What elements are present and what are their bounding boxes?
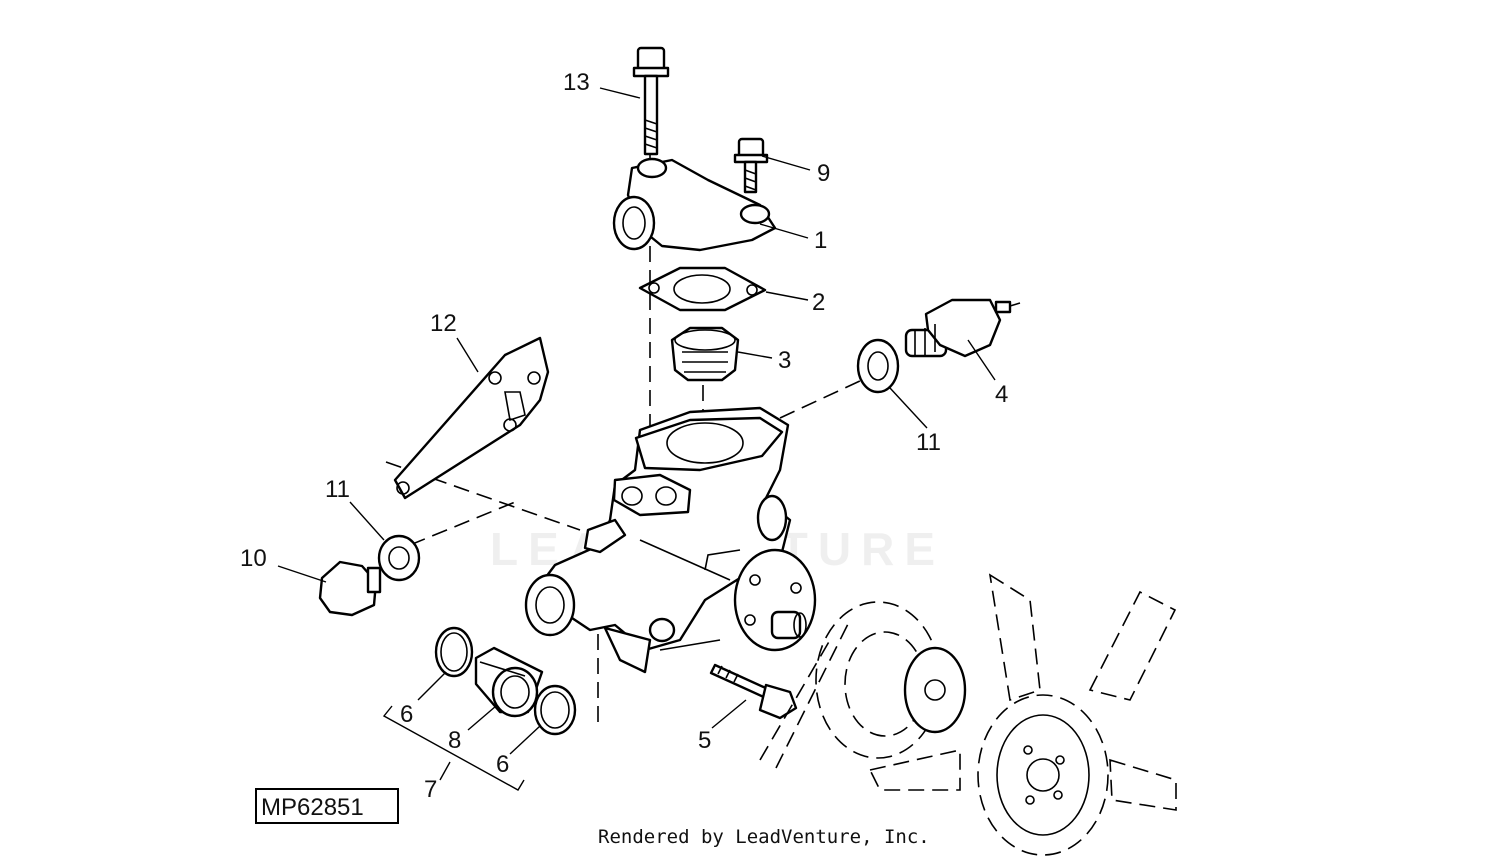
credit-text: Rendered by LeadVenture, Inc. (598, 826, 930, 848)
pump-pulley (733, 548, 817, 652)
bolt-13 (632, 46, 670, 156)
fan-assembly (759, 573, 1177, 856)
callout-13: 13 (563, 69, 590, 96)
o-ring-6-left (434, 626, 474, 678)
callout-5: 5 (698, 727, 711, 754)
callout-12: 12 (430, 310, 457, 337)
figure-id: MP62851 (255, 788, 399, 824)
callout-8: 8 (448, 727, 461, 754)
callout-4: 4 (995, 381, 1008, 408)
callouts: 13 9 1 2 3 4 11 12 11 10 5 6 8 6 7 (240, 69, 1008, 803)
leader-lines (277, 87, 996, 791)
washer-11-left (377, 534, 421, 582)
callout-2: 2 (812, 289, 825, 316)
bolt-5 (709, 663, 798, 720)
gasket (638, 266, 767, 312)
callout-11-left: 11 (325, 476, 350, 503)
figure-id-text: MP62851 (261, 794, 364, 821)
callout-11-right: 11 (916, 429, 941, 456)
callout-6-left: 6 (400, 701, 413, 728)
callout-3: 3 (778, 347, 791, 374)
temperature-sender (904, 298, 1021, 358)
thermostat-cover (612, 157, 777, 252)
thermostat (670, 326, 740, 382)
plate-gasket (393, 336, 550, 500)
callout-9: 9 (817, 160, 830, 187)
callout-1: 1 (814, 227, 827, 254)
water-pump-housing (524, 406, 792, 674)
callout-10: 10 (240, 545, 267, 572)
drain-plug (318, 560, 382, 617)
o-ring-6-right (533, 684, 577, 736)
callout-7: 7 (424, 776, 437, 803)
callout-6-right: 6 (496, 751, 509, 778)
sleeve-8 (474, 646, 544, 718)
bolt-9 (733, 137, 769, 194)
washer-11-right (856, 338, 900, 394)
